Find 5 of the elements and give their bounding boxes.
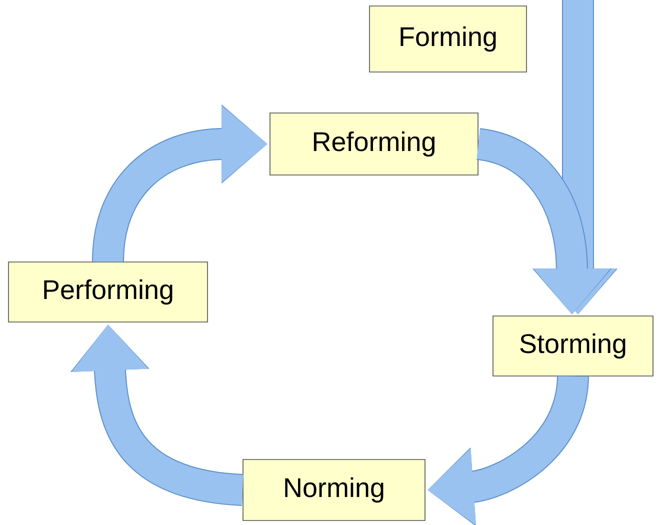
stage-box: Forming (369, 6, 527, 72)
stage-box: Storming (492, 316, 654, 376)
stage-box: Performing (8, 262, 208, 322)
stage-box: Reforming (270, 112, 478, 176)
stage-box: Norming (242, 459, 426, 521)
